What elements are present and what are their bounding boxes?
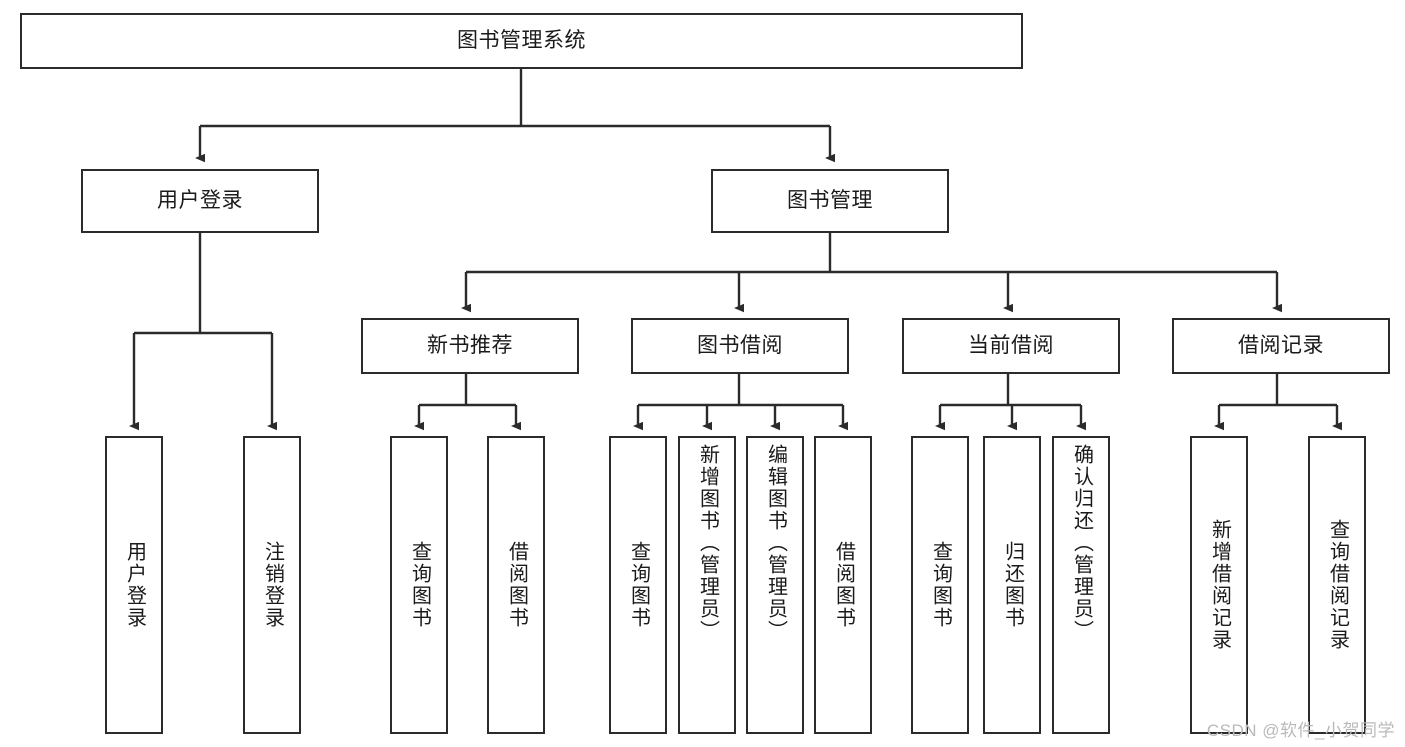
- leaf-records-add[interactable]: 新增借阅记录: [1190, 436, 1248, 734]
- leaf-user-logout[interactable]: 注销登录: [243, 436, 301, 734]
- node-book-borrow[interactable]: 图书借阅: [631, 318, 849, 374]
- leaf-newbook-query[interactable]: 查询图书: [390, 436, 448, 734]
- node-borrow-records-label: 借阅记录: [1238, 333, 1324, 357]
- leaf-records-add-label: 新增借阅记录: [1208, 519, 1231, 651]
- leaf-current-return[interactable]: 归还图书: [983, 436, 1041, 734]
- node-book-management[interactable]: 图书管理: [711, 169, 949, 233]
- leaf-newbook-borrow-label: 借阅图书: [505, 541, 528, 629]
- leaf-user-login-label: 用户登录: [123, 541, 146, 629]
- node-new-book-recommend[interactable]: 新书推荐: [361, 318, 579, 374]
- node-new-book-recommend-label: 新书推荐: [427, 333, 513, 357]
- node-borrow-records[interactable]: 借阅记录: [1172, 318, 1390, 374]
- leaf-borrow-query-label: 查询图书: [627, 541, 650, 629]
- leaf-current-confirm-return-label: 确认归还（管理员）: [1070, 444, 1093, 642]
- node-root[interactable]: 图书管理系统: [20, 13, 1023, 69]
- leaf-current-query-label: 查询图书: [929, 541, 952, 629]
- leaf-borrow-add-book-label: 新增图书（管理员）: [696, 444, 719, 642]
- node-root-label: 图书管理系统: [457, 28, 586, 52]
- leaf-user-logout-label: 注销登录: [261, 541, 284, 629]
- leaf-records-query[interactable]: 查询借阅记录: [1308, 436, 1366, 734]
- node-current-borrow[interactable]: 当前借阅: [902, 318, 1120, 374]
- node-book-management-label: 图书管理: [787, 188, 873, 212]
- leaf-user-login[interactable]: 用户登录: [105, 436, 163, 734]
- leaf-newbook-query-label: 查询图书: [408, 541, 431, 629]
- leaf-borrow-add-book[interactable]: 新增图书（管理员）: [678, 436, 736, 734]
- leaf-newbook-borrow[interactable]: 借阅图书: [487, 436, 545, 734]
- leaf-records-query-label: 查询借阅记录: [1326, 519, 1349, 651]
- node-current-borrow-label: 当前借阅: [968, 333, 1054, 357]
- leaf-current-return-label: 归还图书: [1001, 541, 1024, 629]
- leaf-borrow-edit-book[interactable]: 编辑图书（管理员）: [746, 436, 804, 734]
- leaf-borrow-borrow-book-label: 借阅图书: [832, 541, 855, 629]
- leaf-borrow-query[interactable]: 查询图书: [609, 436, 667, 734]
- leaf-borrow-edit-book-label: 编辑图书（管理员）: [764, 444, 787, 642]
- node-book-borrow-label: 图书借阅: [697, 333, 783, 357]
- leaf-borrow-borrow-book[interactable]: 借阅图书: [814, 436, 872, 734]
- watermark: CSDN @软件_小贺同学: [1206, 721, 1395, 740]
- node-user-login-label: 用户登录: [157, 188, 243, 212]
- leaf-current-query[interactable]: 查询图书: [911, 436, 969, 734]
- node-user-login[interactable]: 用户登录: [81, 169, 319, 233]
- leaf-current-confirm-return[interactable]: 确认归还（管理员）: [1052, 436, 1110, 734]
